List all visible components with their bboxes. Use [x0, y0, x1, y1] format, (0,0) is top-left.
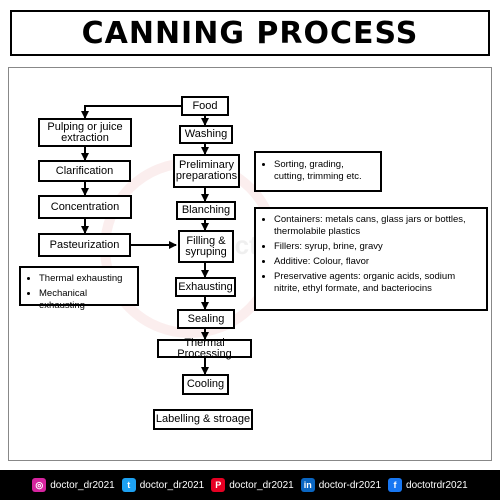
- twitter-icon: t: [121, 478, 136, 492]
- node-labelling-storage: Labelling & stroage: [153, 409, 253, 430]
- node-pasteurization: Pasteurization: [38, 233, 131, 257]
- social-footer: ◎ doctor_dr2021 t doctor_dr2021 P doctor…: [0, 470, 500, 500]
- facebook-handle: doctotrdr2021: [406, 479, 468, 491]
- social-pinterest[interactable]: P doctor_dr2021: [211, 478, 294, 492]
- pinterest-icon: P: [211, 478, 226, 492]
- page-title: CANNING PROCESS: [81, 15, 419, 51]
- note-exhausting-types: Thermal exhausting Mechanical exhausting: [19, 266, 139, 311]
- title-banner: CANNING PROCESS: [10, 10, 490, 56]
- social-linkedin[interactable]: in doctor-dr2021: [300, 478, 382, 492]
- linkedin-icon: in: [300, 478, 315, 492]
- node-exhausting: Exhausting: [175, 277, 236, 297]
- note-sorting-item: Sorting, grading, cutting, trimming etc.: [274, 159, 374, 183]
- node-sealing: Sealing: [177, 309, 235, 329]
- note-thermal-exhausting: Thermal exhausting: [39, 273, 133, 285]
- node-filling-syruping: Filling & syruping: [178, 230, 234, 263]
- node-thermal-processing: Thermal Processing: [157, 337, 252, 359]
- social-twitter[interactable]: t doctor_dr2021: [121, 478, 205, 492]
- note-mechanical-exhausting: Mechanical exhausting: [39, 288, 133, 312]
- arrow-food-pulping: [81, 105, 181, 119]
- twitter-handle: doctor_dr2021: [139, 479, 205, 491]
- node-preliminary-preparations: Preliminary preparations: [173, 154, 240, 188]
- node-blanching: Blanching: [176, 201, 236, 220]
- node-pulping-juice-extraction: Pulping or juice extraction: [38, 118, 132, 147]
- pinterest-handle: doctor_dr2021: [229, 479, 294, 491]
- instagram-handle: doctor_dr2021: [50, 479, 115, 491]
- social-facebook[interactable]: f doctotrdr2021: [388, 478, 468, 492]
- facebook-icon: f: [388, 478, 403, 492]
- note-containers: Containers: metals cans, glass jars or b…: [274, 214, 480, 238]
- note-sorting: Sorting, grading, cutting, trimming etc.: [254, 151, 382, 192]
- node-food: Food: [181, 96, 229, 116]
- note-additive: Additive: Colour, flavor: [274, 256, 480, 268]
- node-cooling: Cooling: [182, 374, 229, 395]
- linkedin-handle: doctor-dr2021: [318, 479, 382, 491]
- note-preservative: Preservative agents: organic acids, sodi…: [274, 271, 480, 295]
- node-concentration: Concentration: [38, 195, 132, 219]
- instagram-icon: ◎: [32, 478, 47, 492]
- node-clarification: Clarification: [38, 160, 131, 182]
- note-filling-details: Containers: metals cans, glass jars or b…: [254, 207, 488, 311]
- node-washing: Washing: [179, 125, 233, 144]
- note-fillers: Fillers: syrup, brine, gravy: [274, 241, 480, 253]
- social-instagram[interactable]: ◎ doctor_dr2021: [32, 478, 115, 492]
